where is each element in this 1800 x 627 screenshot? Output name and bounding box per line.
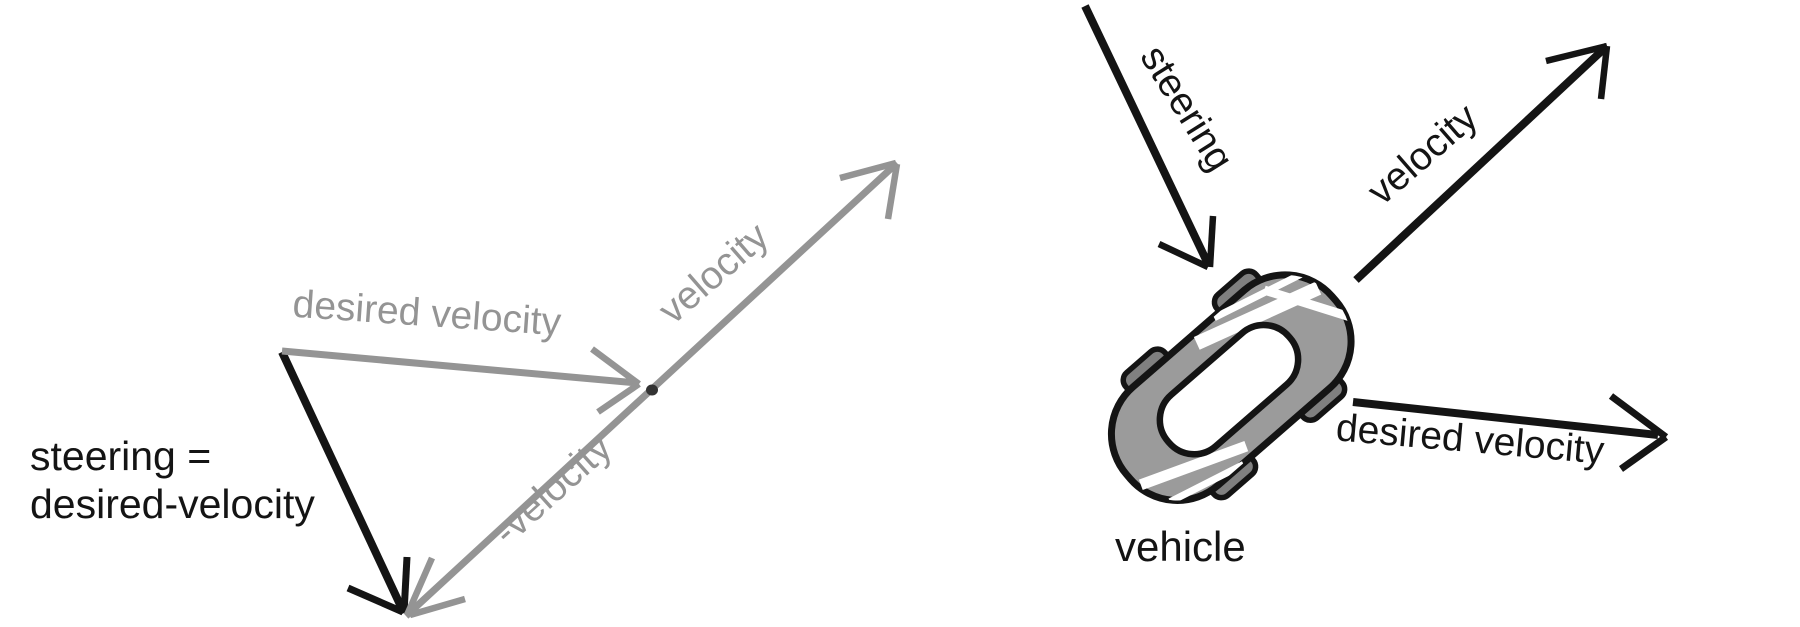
desired-velocity-arrowhead-barb (596, 381, 641, 415)
vehicle-velocity-arrow-line (1353, 43, 1610, 283)
car-streak (1168, 461, 1246, 505)
neg-velocity-arrowhead-barb (404, 556, 435, 617)
vehicle-velocity-label: velocity (1360, 95, 1487, 213)
neg-velocity-label: -velocity (485, 426, 620, 554)
steering-formula-line1: steering = (30, 433, 211, 479)
neg-velocity-arrowhead-barb (409, 595, 466, 619)
steering-arrow-line (278, 350, 408, 615)
vehicle-illustration (1107, 267, 1355, 505)
vehicle-steering-arrowhead-barb (1206, 215, 1217, 268)
car-window (1156, 321, 1302, 458)
steering-arrow (278, 350, 411, 616)
desired-velocity-arrowhead-barb (590, 346, 641, 387)
vehicle-steering-arrowhead-barb (1157, 241, 1210, 270)
desired-velocity-label: desired velocity (291, 283, 563, 345)
desired-velocity-arrow-line (281, 347, 638, 387)
vehicle-desired-velocity-arrow-line (1352, 398, 1659, 439)
car-streak (1138, 440, 1249, 490)
steering-formula: steering = desired-velocity (30, 433, 315, 527)
vector-triangle-diagram: desired velocity velocity -velocity stee… (30, 159, 901, 619)
vehicle-velocity-arrowhead-barb (1597, 45, 1611, 100)
vehicle-desired-velocity-arrowhead-barb (1618, 434, 1669, 472)
vehicle-velocity-arrow (1353, 42, 1611, 283)
car-streak (1262, 285, 1354, 322)
steering-arrowhead-barb (400, 556, 411, 614)
desired-velocity-arrow (281, 346, 641, 415)
vehicle-velocity-arrowhead-barb (1545, 42, 1608, 65)
velocity-label: velocity (651, 214, 778, 332)
vehicle-desired-velocity-arrow (1352, 393, 1669, 472)
velocity-arrowhead-barb (884, 163, 901, 220)
velocity-arrowhead-barb (839, 159, 897, 182)
vehicle-steering-label: steering (1132, 38, 1242, 178)
vehicle-steering-arrow (1081, 4, 1217, 270)
vehicle-steering-arrow-line (1081, 4, 1213, 268)
vehicle-diagram: steering velocity desired velocity vehic… (1081, 4, 1669, 570)
car-streak (1212, 267, 1310, 321)
steering-formula-line2: desired-velocity (30, 481, 315, 527)
steering-arrowhead-barb (346, 584, 405, 616)
vector-junction-dot (646, 384, 658, 396)
car-highlight-streaks (1138, 267, 1354, 505)
vehicle-label: vehicle (1115, 523, 1246, 570)
vehicle-desired-velocity-arrowhead-barb (1608, 393, 1669, 440)
